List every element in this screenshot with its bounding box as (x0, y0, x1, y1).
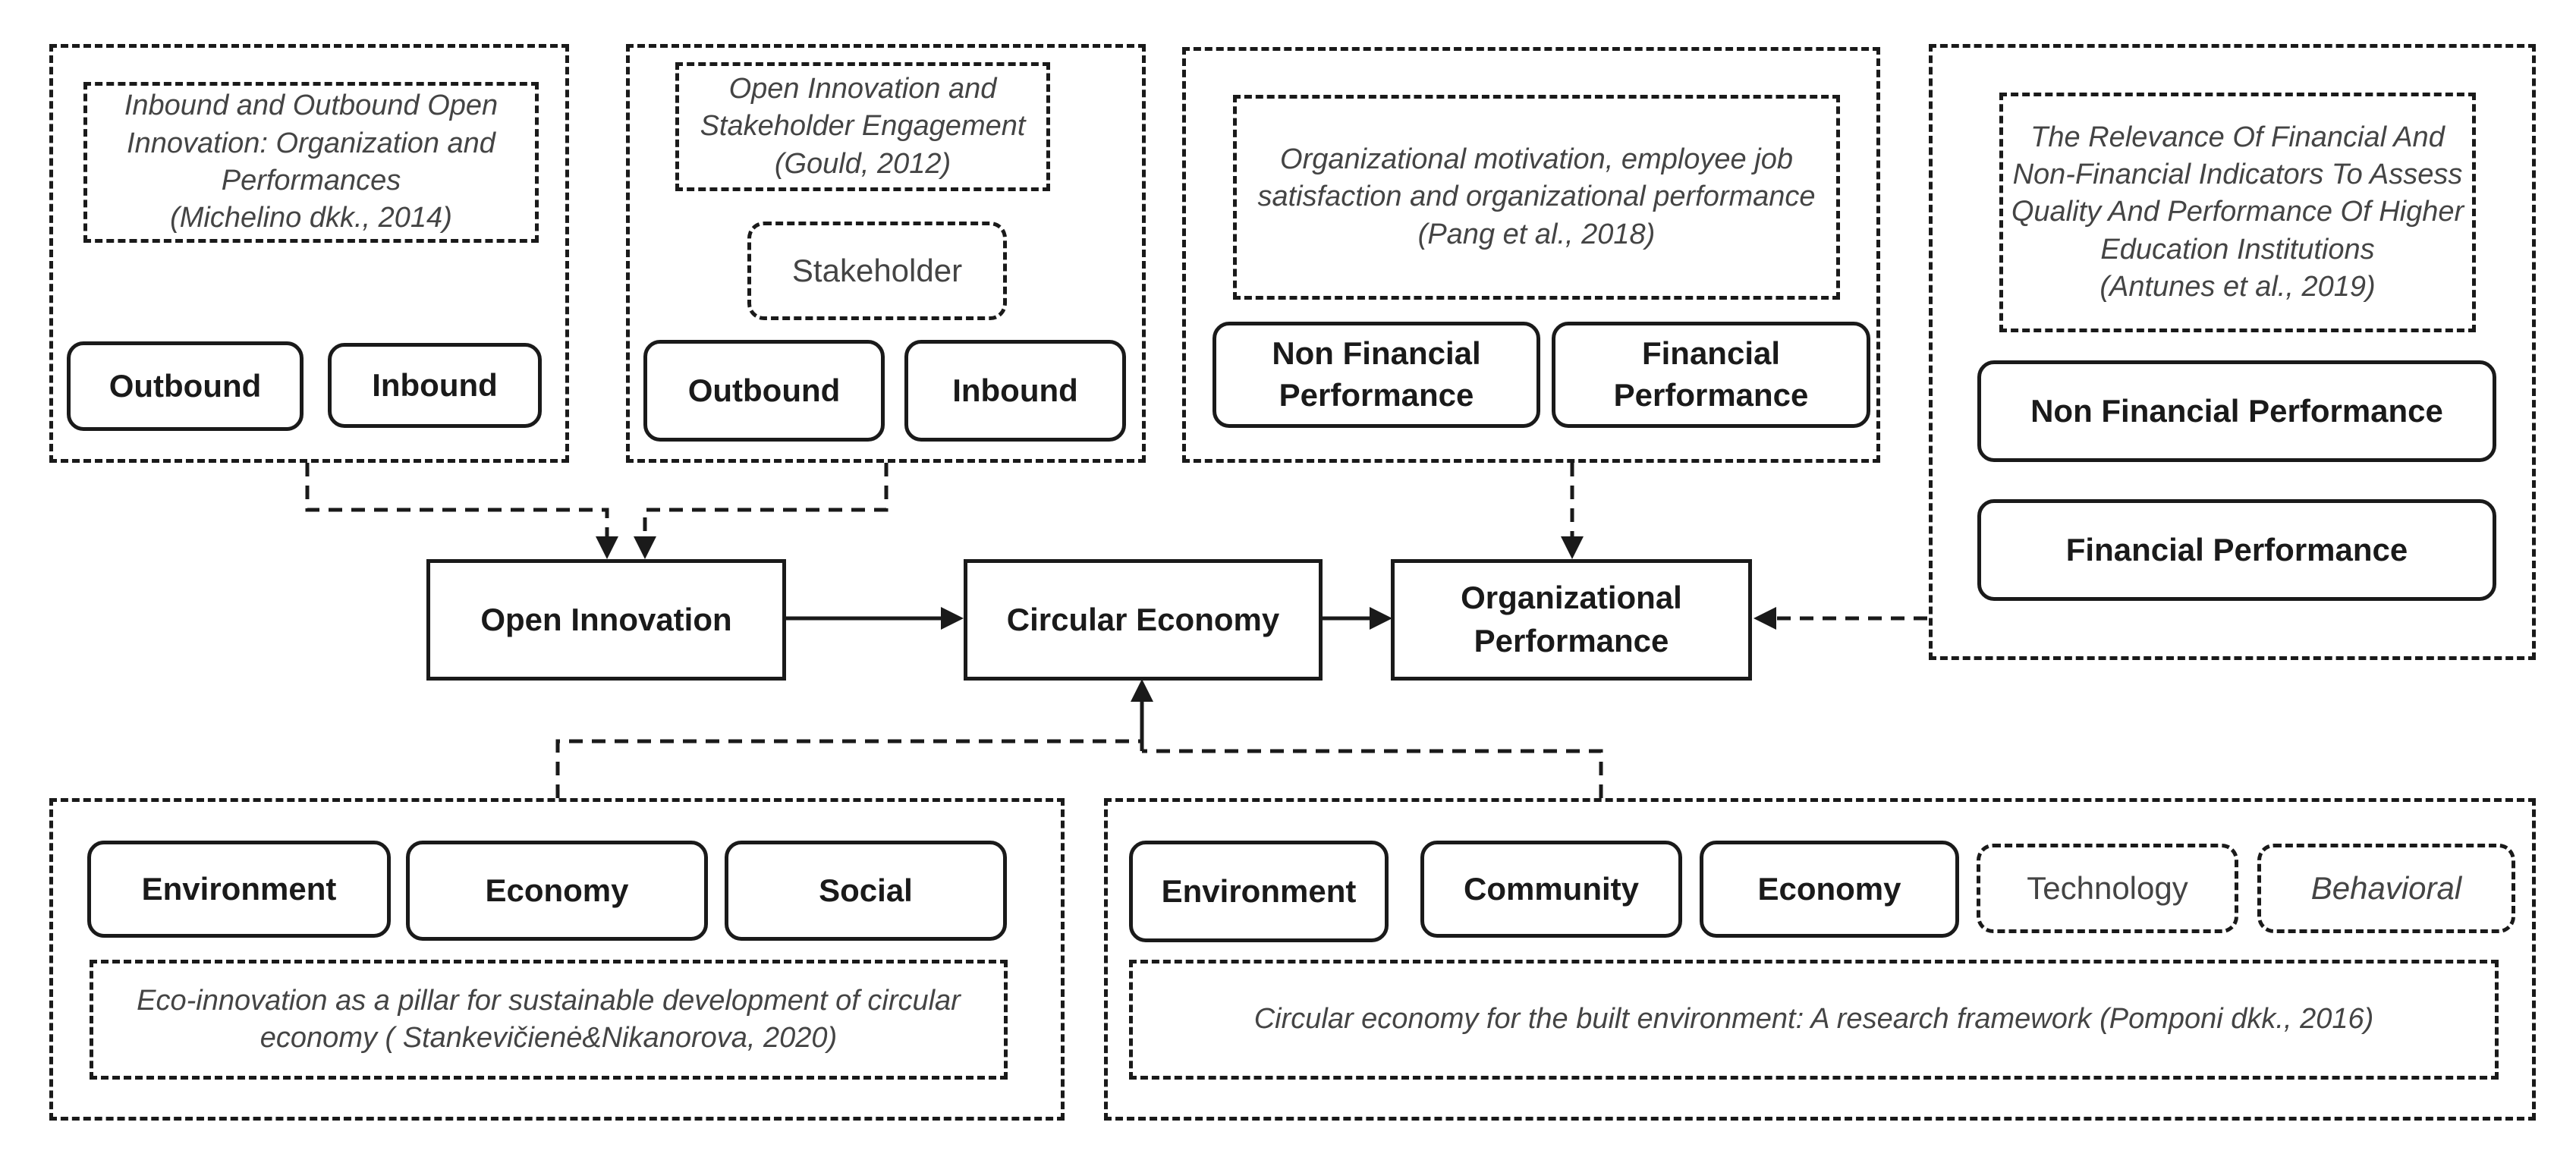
environment-node: Environment (87, 841, 391, 938)
reference-stankeviciene: Eco-innovation as a pillar for sustainab… (90, 960, 1008, 1080)
reference-citation: (Pang et al., 2018) (1417, 218, 1656, 250)
group-pang (1182, 47, 1880, 463)
connector-group6-to-circular-economy (1142, 749, 1603, 798)
open-innovation-node: Open Innovation (426, 559, 786, 681)
reference-antunes: The Relevance Of Financial And Non-Finan… (1999, 93, 2476, 332)
financial-performance-node: Financial Performance (1552, 322, 1870, 428)
inbound-node: Inbound (904, 340, 1126, 442)
connector-group5-to-circular-economy (555, 739, 1142, 798)
outbound-node: Outbound (643, 340, 885, 442)
environment-node: Environment (1129, 841, 1389, 942)
group-michelino (49, 44, 569, 463)
financial-performance-node: Financial Performance (1977, 499, 2496, 601)
reference-title: The Relevance Of Financial And Non-Finan… (2011, 121, 2464, 266)
group-pomponi (1104, 798, 2536, 1121)
reference-title: Organizational motivation, employee job … (1257, 143, 1816, 213)
reference-title: Inbound and Outbound Open Innovation: Or… (124, 90, 499, 196)
reference-michelino: Inbound and Outbound Open Innovation: Or… (83, 82, 539, 243)
stakeholder-node: Stakeholder (747, 222, 1007, 320)
circular-economy-node: Circular Economy (964, 559, 1323, 681)
reference-pomponi: Circular economy for the built environme… (1129, 960, 2499, 1080)
reference-citation: (Antunes et al., 2019) (2099, 271, 2376, 303)
group-gould (626, 44, 1146, 463)
reference-citation: (Gould, 2012) (774, 147, 951, 180)
reference-title: Open Innovation and Stakeholder Engageme… (700, 72, 1026, 143)
organizational-performance-node: Organizational Performance (1391, 559, 1752, 681)
economy-node: Economy (1700, 841, 1959, 938)
connector-group1-to-open-innovation (305, 463, 618, 559)
reference-pang: Organizational motivation, employee job … (1233, 95, 1840, 300)
community-node: Community (1420, 841, 1682, 938)
non-financial-performance-node: Non Financial Performance (1213, 322, 1540, 428)
economy-node: Economy (406, 841, 708, 941)
reference-gould: Open Innovation and Stakeholder Engageme… (675, 62, 1050, 191)
technology-node: Technology (1977, 844, 2238, 933)
reference-citation: (Michelino dkk., 2014) (170, 202, 452, 234)
inbound-node: Inbound (328, 343, 542, 428)
group-antunes (1929, 44, 2536, 660)
outbound-node: Outbound (67, 341, 304, 431)
behavioral-node: Behavioral (2257, 844, 2515, 933)
group-stankeviciene (49, 798, 1065, 1121)
social-node: Social (725, 841, 1007, 941)
reference-text: Circular economy for the built environme… (1253, 1003, 2374, 1036)
reference-text: Eco-innovation as a pillar for sustainab… (137, 984, 961, 1054)
connector-group2-to-open-innovation (634, 463, 889, 559)
non-financial-performance-node: Non Financial Performance (1977, 360, 2496, 462)
